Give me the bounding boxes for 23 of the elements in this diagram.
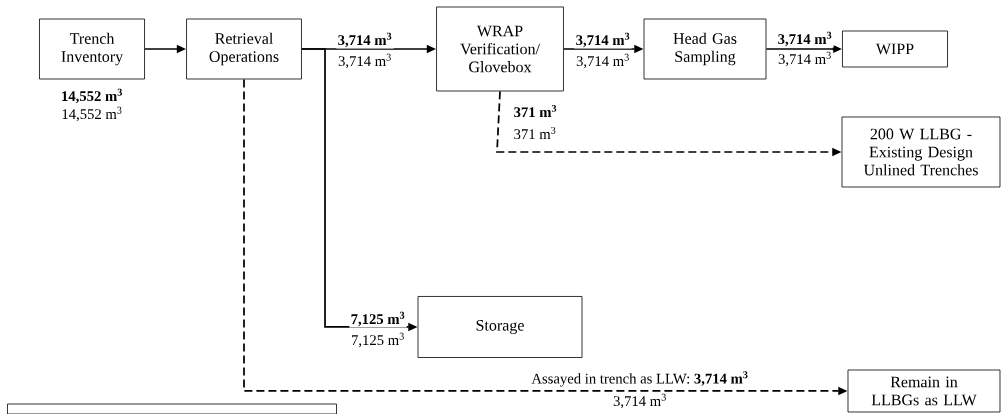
edge-label: 7,125 m$^{3}$ [349,310,407,328]
process-box: Trench Inventory [39,18,145,80]
volume-label: 3,714 m$^{3}$ [611,392,669,410]
process-box: Storage [417,296,583,358]
process-box: WIPP [842,30,948,68]
edge-label: 371 m$^{3}$ [512,103,559,119]
process-box: Retrieval Operations [186,18,302,80]
process-box: 200 W LLBG - Existing Design Unlined Trenches [841,116,1001,188]
volume-label: 14,552 m$^{3}$ [62,106,122,122]
edge-label: 3,714 m$^{3}$ [336,31,394,49]
edge-label: Assayed in trench as LLW: 3,714 m$^{3}$ [530,370,750,388]
empty-box [7,403,337,414]
edge-label: 3,714 m$^{3}$ [776,30,834,48]
edge-label: 3,714 m$^{3}$ [574,31,632,49]
process-box: Remain in LLBGs as LLW [847,369,1001,413]
volume-label: 3,714 m$^{3}$ [776,50,834,68]
volume-label: 3,714 m$^{3}$ [336,52,394,70]
process-box: Head Gas Sampling [643,18,767,80]
volume-label: 3,714 m$^{3}$ [574,52,632,70]
process-box: WRAP Verification/ Glovebox [436,6,564,92]
volume-label: 14,552 m$^{3}$ [62,88,122,104]
volume-label: 7,125 m$^{3}$ [349,331,407,349]
volume-label: 371 m$^{3}$ [512,125,558,141]
